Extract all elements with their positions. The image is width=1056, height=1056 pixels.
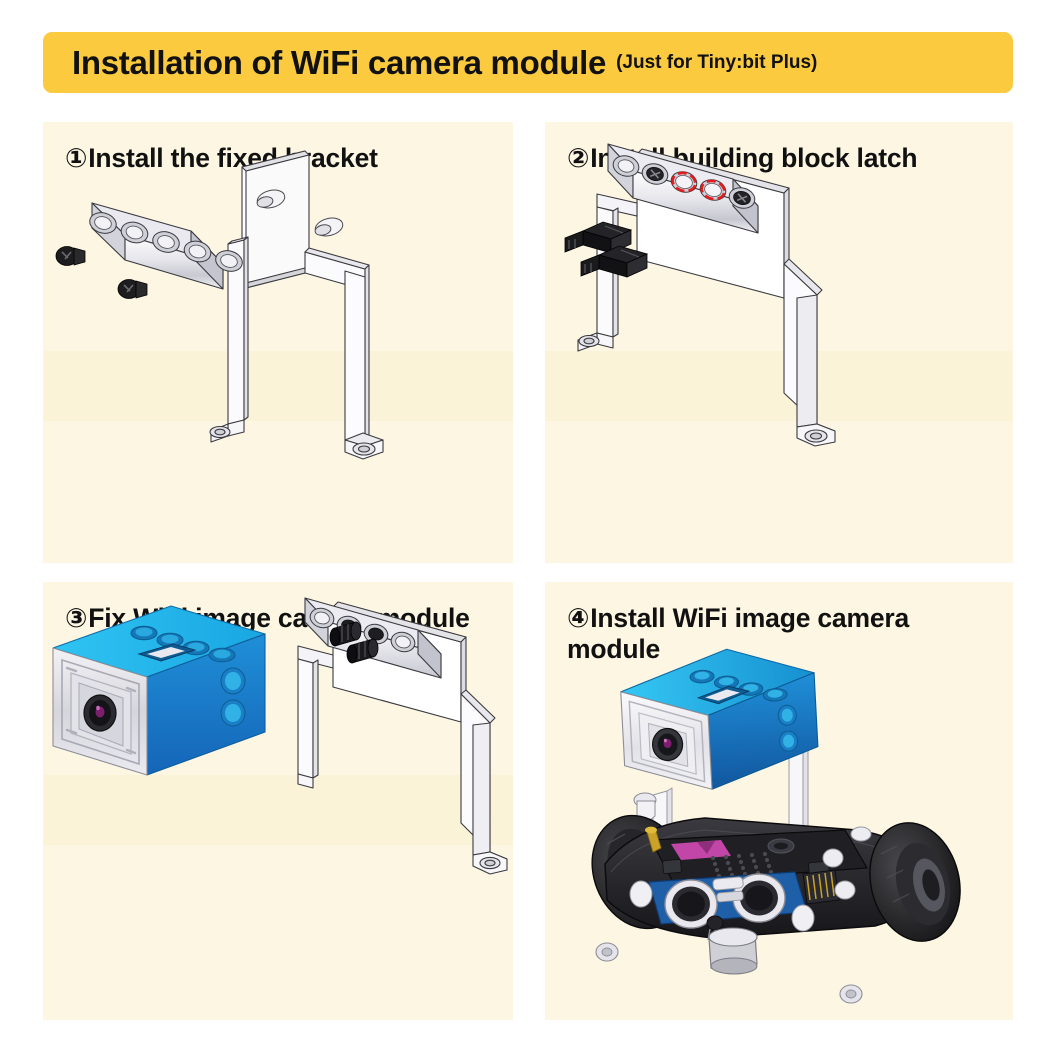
building-block-latch-2: [580, 245, 649, 278]
step-panel-3: ③Fix WiFi image camera module: [43, 582, 513, 1020]
step-2-label: Install building block latch: [590, 143, 918, 173]
step-1-illustration: [55, 150, 384, 460]
ultrasonic-board: [648, 871, 808, 941]
loose-nut-1: [595, 942, 619, 962]
step-panel-1: ①Install the fixed bracket: [43, 122, 513, 563]
building-block-latch-2: [346, 638, 379, 664]
installed-screw: [728, 187, 756, 209]
watermark-band: [545, 351, 1013, 422]
watermark-band: [43, 774, 513, 845]
antenna-pin: [645, 826, 662, 853]
step-2-number: ②: [567, 143, 590, 173]
step-1-label: Install the fixed bracket: [88, 143, 378, 173]
standoffs: [629, 826, 872, 932]
watermark-band: [43, 351, 513, 422]
step-1-number: ①: [65, 143, 88, 173]
step-2-heading: ②Install building block latch: [567, 143, 1001, 174]
wheel-right: [869, 822, 961, 942]
step-1-heading: ①Install the fixed bracket: [65, 143, 501, 174]
step-3-label: Fix WiFi image camera module: [88, 603, 470, 633]
page-subtitle: (Just for Tiny:bit Plus): [616, 51, 818, 73]
wifi-camera-module-mounted: [620, 648, 819, 790]
camera-side-buttons: [220, 667, 246, 727]
loose-nut-2: [839, 984, 863, 1004]
robot-chassis: [604, 817, 924, 939]
step-4-number: ④: [567, 603, 590, 633]
header-banner: Installation of WiFi camera module (Just…: [43, 32, 1013, 93]
pin-header: [802, 869, 840, 905]
step-2-illustration: [564, 143, 836, 447]
black-screw-1: [55, 246, 86, 266]
microbit-board: [650, 829, 868, 885]
camera-usb-slot: [137, 643, 197, 662]
black-screw-2: [117, 279, 148, 299]
step-panel-2: ②Install building block latch: [545, 122, 1013, 563]
building-block-latch-1: [564, 221, 633, 254]
page-title: Installation of WiFi camera module: [72, 43, 607, 81]
step-4-heading: ④Install WiFi image camera module: [567, 603, 987, 665]
caster-cylinder: [708, 927, 758, 975]
step-4-label: Install WiFi image camera module: [567, 603, 910, 664]
highlight-ring-2: [699, 179, 727, 201]
step-3-number: ③: [65, 603, 88, 633]
step-3-heading: ③Fix WiFi image camera module: [65, 603, 501, 634]
step-panel-4: ④Install WiFi image camera module: [545, 582, 1013, 1020]
wheel-left: [591, 814, 689, 930]
bracket-mount-screws: [633, 739, 825, 867]
